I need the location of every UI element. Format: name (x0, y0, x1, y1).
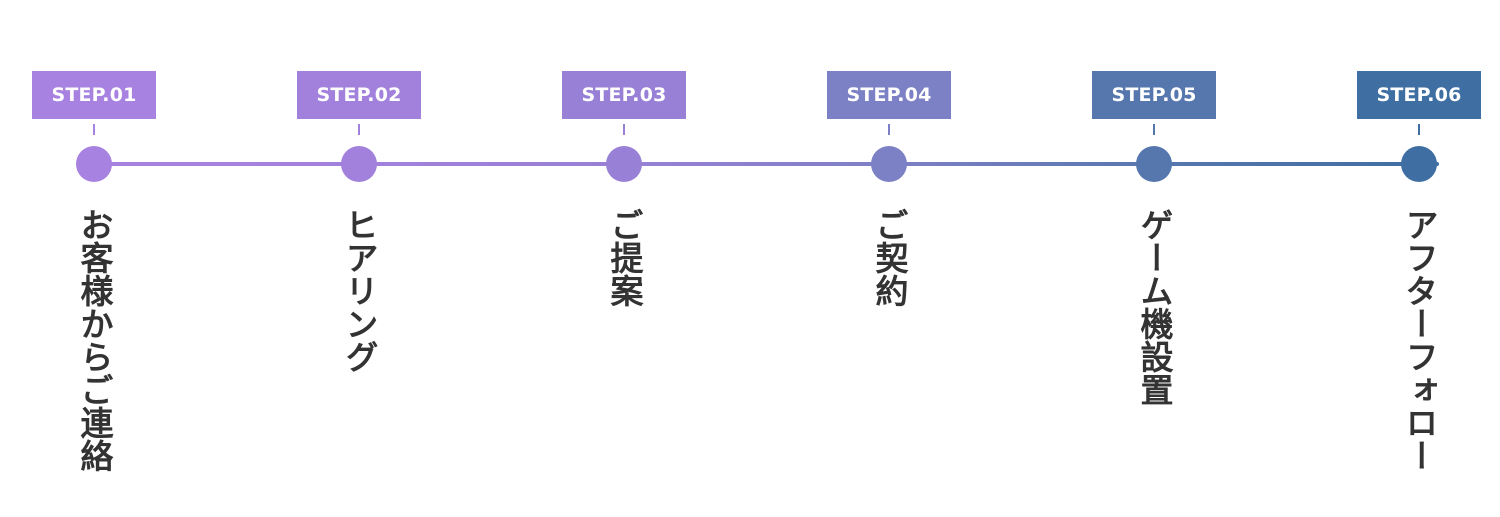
step-label: ご契約 (870, 208, 909, 307)
step-label: お客様からご連絡 (75, 208, 114, 472)
step-label: ゲーム機設置 (1135, 208, 1174, 406)
step-connector-tick (623, 124, 625, 135)
step-dot (606, 146, 642, 182)
step-badge: STEP.04 (827, 71, 951, 119)
step-label: アフターフォロー (1400, 208, 1439, 472)
step-label: ヒアリング (340, 208, 379, 373)
step-connector-tick (1153, 124, 1155, 135)
timeline-track (94, 162, 1439, 166)
step-badge: STEP.02 (297, 71, 421, 119)
step-connector-tick (888, 124, 890, 135)
step-badge: STEP.03 (562, 71, 686, 119)
step-badge: STEP.05 (1092, 71, 1216, 119)
step-dot (76, 146, 112, 182)
step-label: ご提案 (605, 208, 644, 307)
step-dot (1136, 146, 1172, 182)
step-badge: STEP.06 (1357, 71, 1481, 119)
step-dot (341, 146, 377, 182)
step-dot (1401, 146, 1437, 182)
step-connector-tick (1418, 124, 1420, 135)
step-connector-tick (358, 124, 360, 135)
step-connector-tick (93, 124, 95, 135)
step-badge: STEP.01 (32, 71, 156, 119)
step-dot (871, 146, 907, 182)
